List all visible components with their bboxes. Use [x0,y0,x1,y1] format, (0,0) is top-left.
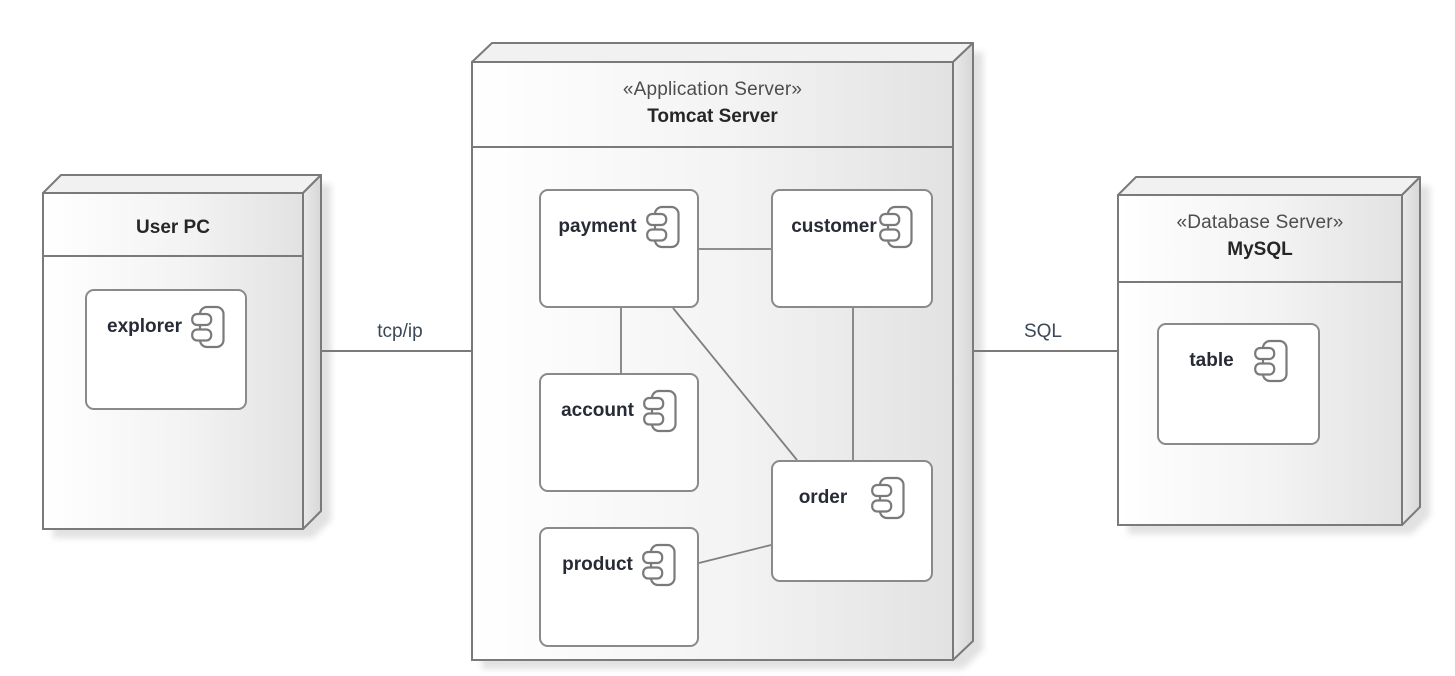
uml-component-icon [878,205,913,249]
uml-component-icon [645,205,680,249]
component-row: payment [558,204,680,250]
uml-component-icon [871,476,905,520]
component-explorer: explorer [85,289,247,410]
uml-component-icon [641,543,676,587]
component-label: payment [558,216,637,237]
component-table: table [1157,323,1320,445]
component-account: account [539,373,699,492]
component-row: customer [791,204,913,250]
node-side-face [952,42,974,661]
component-label: account [561,400,634,421]
component-payment: payment [539,189,699,308]
node-top-face [42,174,322,194]
node-side-face [302,174,322,530]
uml-component-icon [191,305,225,349]
uml-component-icon [643,389,677,433]
component-label: explorer [107,316,182,337]
component-product: product [539,527,699,647]
component-row: order [799,475,906,521]
component-order: order [771,460,933,582]
component-customer: customer [771,189,933,308]
uml-component-icon [1253,339,1288,383]
node-side-face [1401,176,1421,526]
component-row: explorer [107,304,225,350]
component-row: account [561,388,677,434]
link-payment-order [672,307,798,461]
component-label: order [798,487,848,508]
component-label: customer [791,216,877,237]
component-label: product [562,554,633,575]
node-top-face [1117,176,1421,196]
component-label: table [1189,350,1234,371]
node-top-face [471,42,974,63]
component-row: product [562,542,676,588]
component-row: table [1189,338,1288,384]
link-product-order [698,544,772,564]
